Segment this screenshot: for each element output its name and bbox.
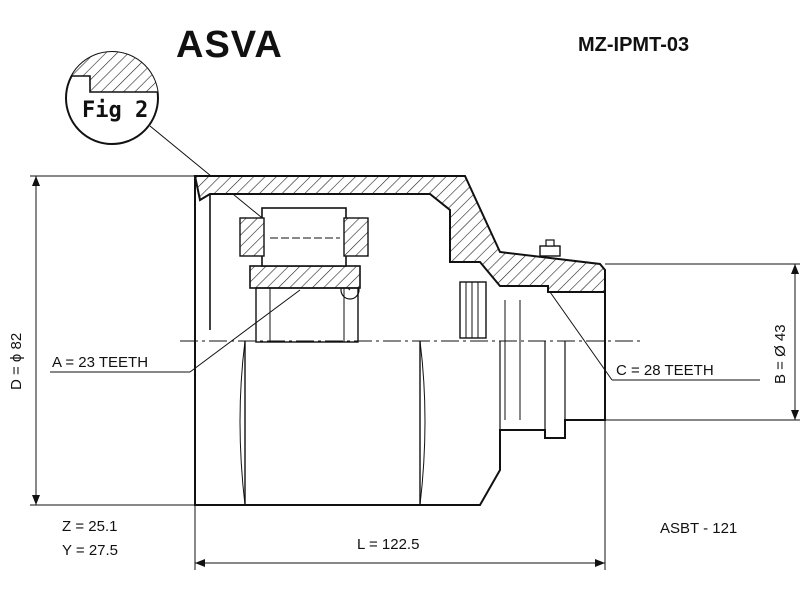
brand-logo: ASVA — [176, 24, 283, 66]
detail-label: Fig 2 — [82, 98, 149, 123]
leader-lines — [50, 289, 760, 381]
dimension-d-lines — [30, 175, 195, 506]
dimension-d-label: D = ϕ 82 — [8, 332, 25, 390]
housing-section — [193, 175, 606, 343]
dimension-a-label: A = 23 TEETH — [52, 354, 149, 371]
dimension-z-label: Z = 25.1 — [62, 518, 118, 535]
dimension-l-lines — [194, 420, 606, 570]
dimension-b-label: B = Ø 43 — [772, 324, 789, 384]
dimension-b-lines — [605, 263, 800, 421]
dimension-y-label: Y = 27.5 — [62, 542, 119, 559]
part-number: MZ-IPMT-03 — [578, 34, 690, 56]
dimension-l-label: L = 122.5 — [357, 536, 420, 553]
dimension-c-label: C = 28 TEETH — [616, 362, 714, 379]
housing-exterior — [194, 176, 606, 506]
reference-code: ASBT - 121 — [660, 520, 738, 537]
